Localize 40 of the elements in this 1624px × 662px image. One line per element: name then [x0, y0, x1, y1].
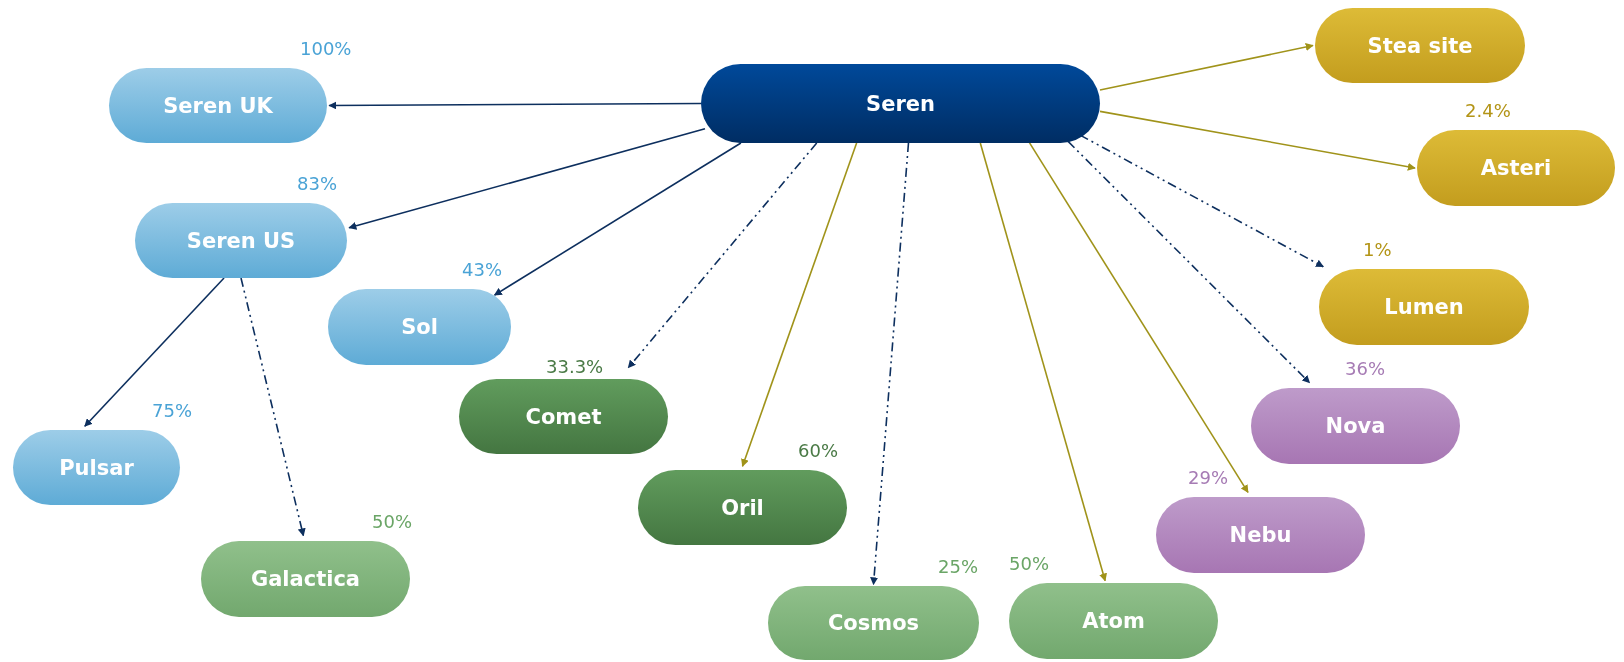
- company-name: Seren: [866, 91, 935, 116]
- ownership-arrow: [979, 142, 1107, 582]
- company-name: Sol: [401, 315, 438, 339]
- company-name: Stea site: [1367, 33, 1473, 58]
- ownership-percent: 29%: [1188, 467, 1228, 488]
- ownership-percent: 1%: [1363, 239, 1392, 260]
- company-name: Nova: [1325, 414, 1386, 438]
- ownership-percent: 2.4%: [1465, 100, 1511, 121]
- company-name: Pulsar: [59, 455, 134, 480]
- ownership-percent: 33.3%: [546, 356, 604, 377]
- company-name: Seren US: [186, 228, 296, 253]
- company-name: Comet: [525, 404, 602, 429]
- ownership-arrow: [741, 142, 858, 468]
- ownership-percent: 75%: [152, 400, 192, 421]
- company-name: Nebu: [1229, 523, 1292, 547]
- ownership-percent: 25%: [938, 556, 978, 577]
- company-name: Oril: [721, 495, 764, 520]
- ownership-percent: 36%: [1345, 358, 1385, 379]
- ownership-arrow: [348, 128, 706, 230]
- ownership-arrow: [1099, 43, 1314, 91]
- ownership-arrow: [870, 142, 910, 586]
- company-name: Asteri: [1480, 156, 1552, 180]
- ownership-percent: 83%: [297, 173, 337, 194]
- ownership-percent: 50%: [1009, 553, 1049, 574]
- ownership-arrow: [1099, 110, 1416, 171]
- ownership-percent: 60%: [798, 440, 838, 461]
- company-name: Galactica: [250, 567, 361, 591]
- ownership-arrow: [493, 142, 742, 296]
- ownership-percent: 43%: [462, 259, 502, 280]
- ownership-arrow: [240, 277, 306, 537]
- company-name: Cosmos: [827, 611, 920, 635]
- ownership-percent: 50%: [372, 511, 412, 532]
- ownership-arrow: [328, 101, 702, 110]
- ownership-percent: 100%: [300, 38, 352, 59]
- company-name: Atom: [1082, 609, 1145, 633]
- company-name: Lumen: [1384, 295, 1464, 319]
- company-name: Seren UK: [163, 93, 273, 118]
- ownership-arrow: [84, 277, 225, 428]
- ownership-arrow: [1067, 140, 1311, 384]
- ownership-arrow: [627, 142, 818, 369]
